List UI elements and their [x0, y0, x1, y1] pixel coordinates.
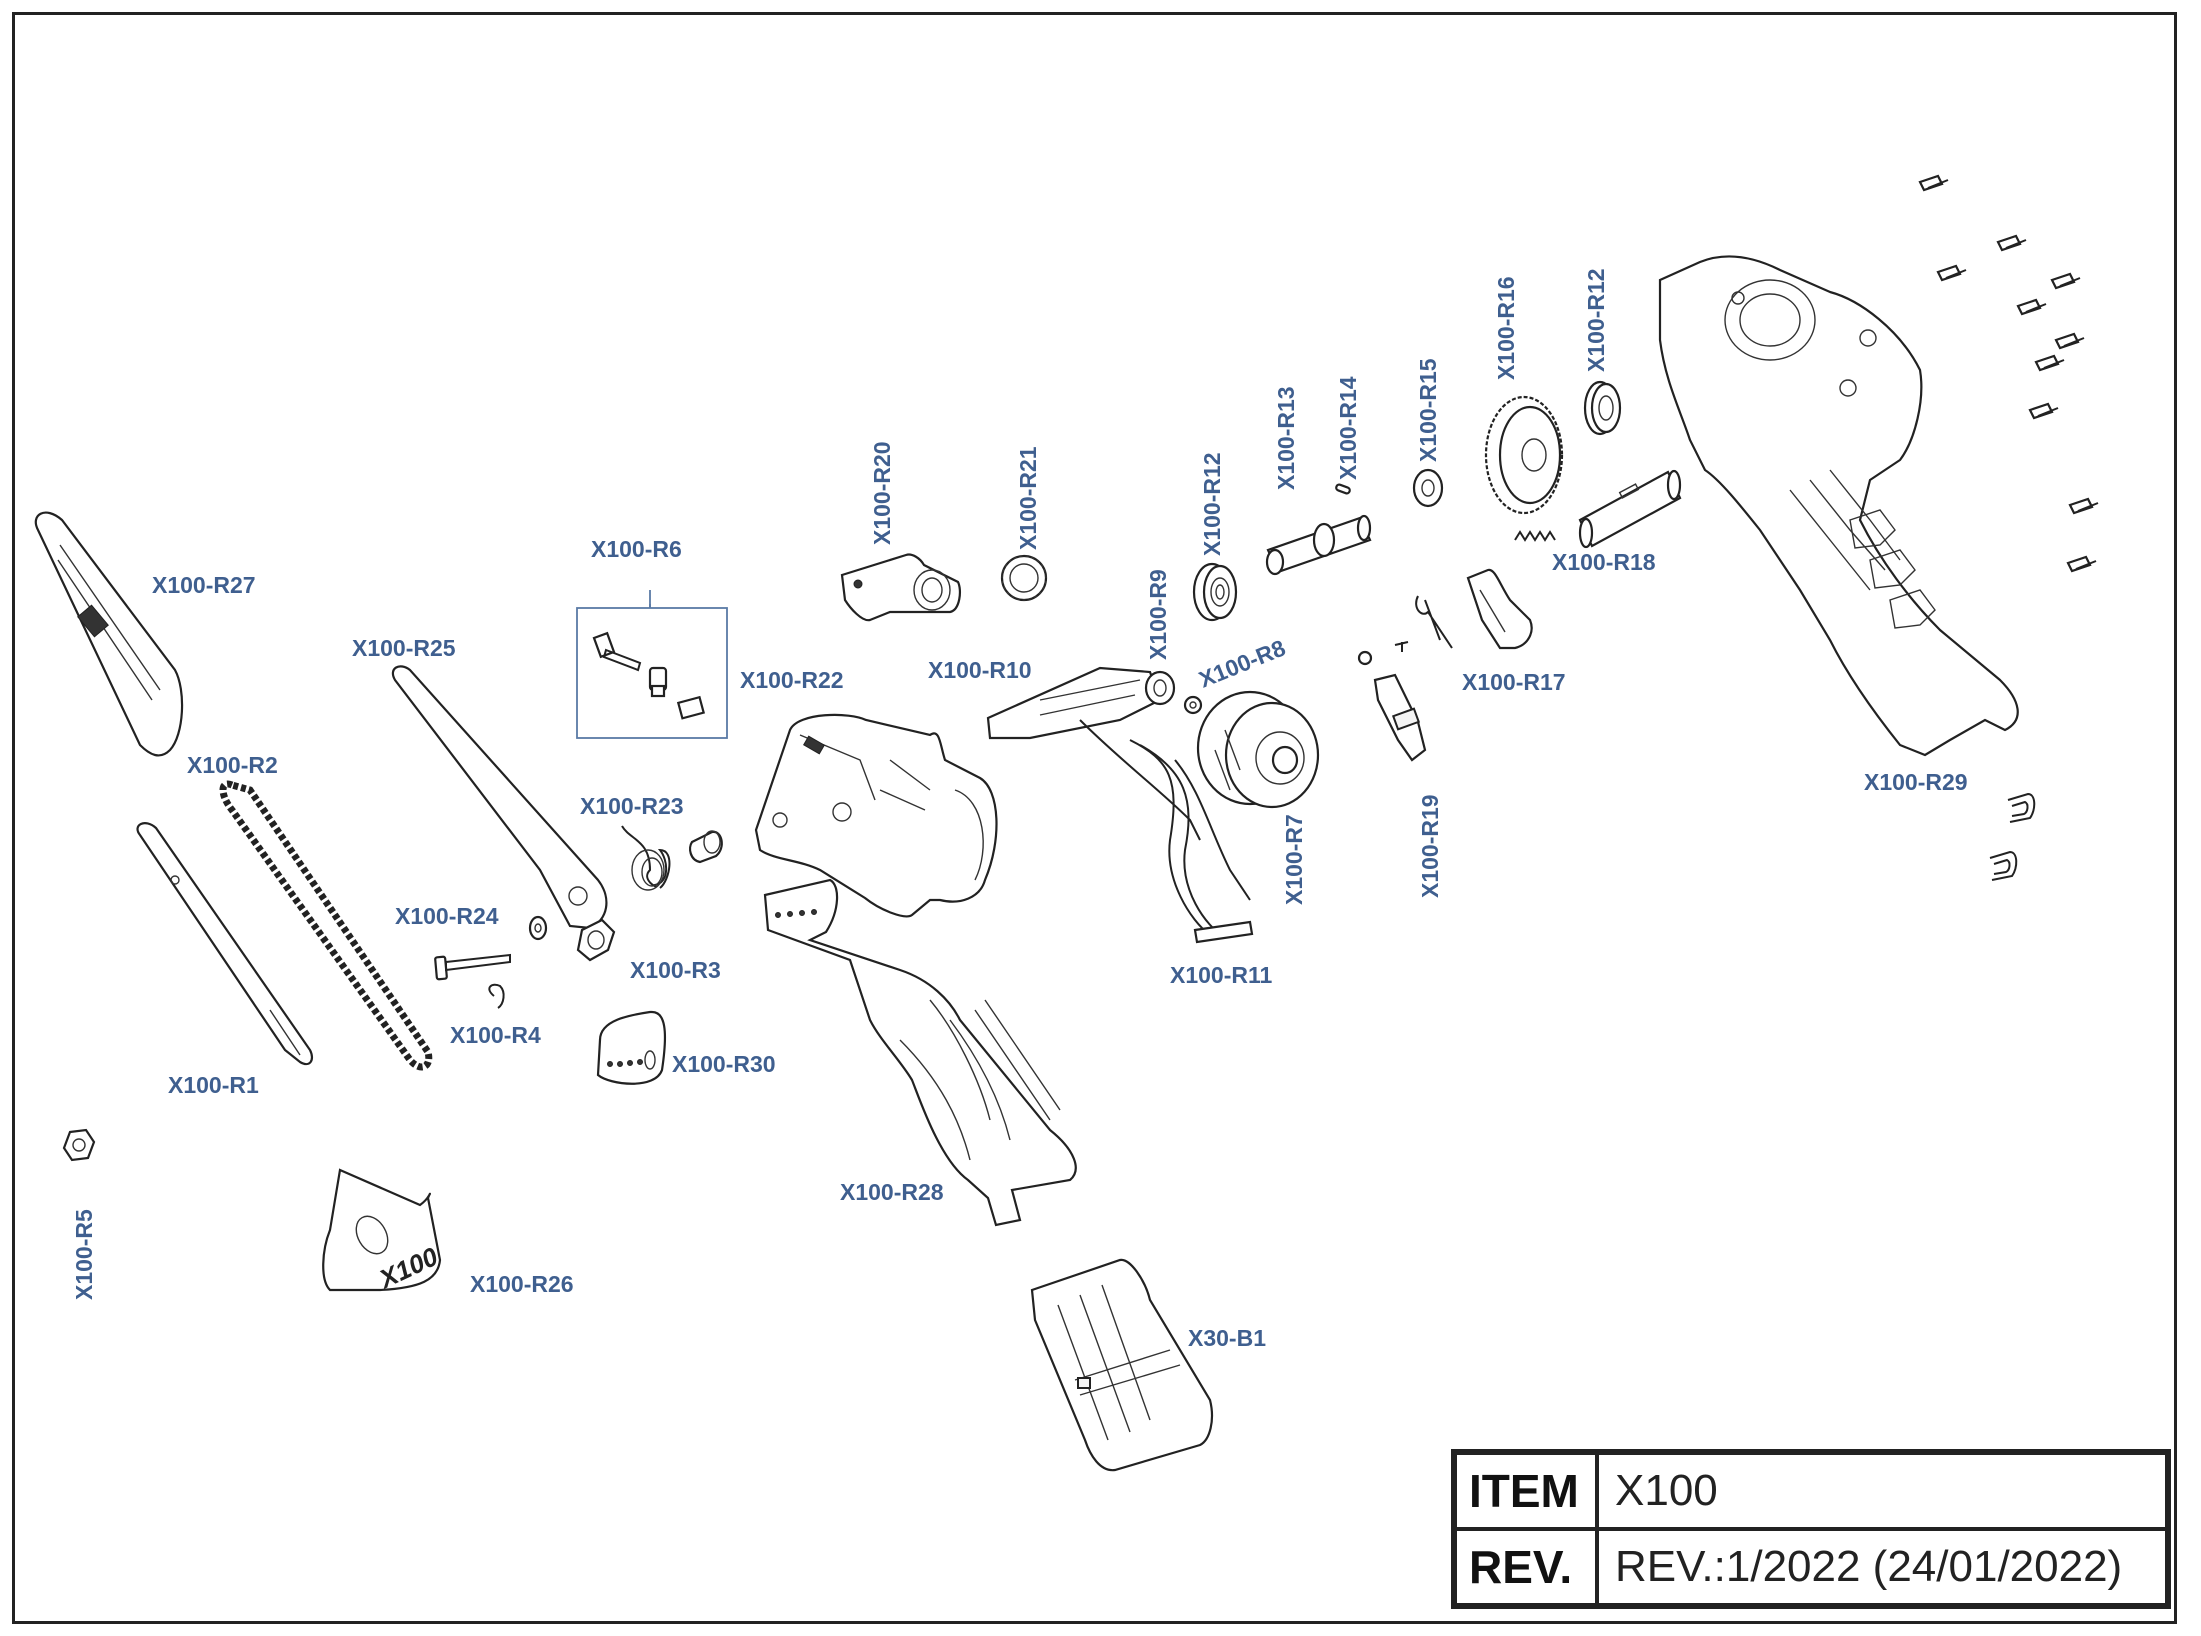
part-x100-r11-wiring: [1129, 739, 1254, 944]
u-clips: [1989, 792, 2036, 881]
label-x100-r3: X100-R3: [630, 957, 721, 983]
part-x100-r26-sprocket-cover: X100: [322, 1168, 443, 1295]
label-x100-r7: X100-R7: [1281, 814, 1307, 905]
label-x100-r21: X100-R21: [1015, 446, 1041, 550]
label-x100-r29: X100-R29: [1864, 769, 1968, 795]
label-x100-r18: X100-R18: [1552, 549, 1656, 575]
part-x100-r27-bar-cover: [34, 511, 184, 757]
label-x100-r16: X100-R16: [1493, 276, 1519, 380]
part-x100-r2-chain: [219, 780, 433, 1071]
label-x100-r14: X100-R14: [1335, 376, 1361, 480]
part-x100-r12-bearing-b: [1583, 380, 1622, 436]
label-x100-r24: X100-R24: [395, 903, 499, 929]
label-x100-r25: X100-R25: [352, 635, 456, 661]
part-x100-r12-bearing-a: [1192, 562, 1238, 622]
screws-set: [1918, 174, 2099, 573]
label-x100-r11: X100-R11: [1170, 962, 1273, 988]
label-x100-r4: X100-R4: [450, 1022, 541, 1048]
label-x100-r10: X100-R10: [928, 657, 1032, 683]
part-x100-r16-gear: [1484, 395, 1564, 515]
label-x100-r22: X100-R22: [740, 667, 844, 693]
part-washer-r24: [528, 915, 548, 941]
label-x30-b1: X30-B1: [1188, 1325, 1266, 1351]
part-x100-r17-trigger: [1466, 568, 1533, 650]
label-x100-r20: X100-R20: [869, 441, 895, 545]
part-x100-r23-spring: [621, 825, 671, 891]
label-x100-r23: X100-R23: [580, 793, 684, 819]
item-value: X100: [1597, 1453, 2167, 1529]
part-x30-b1-battery: [1030, 1258, 1214, 1472]
label-x100-r12-b: X100-R12: [1583, 268, 1609, 372]
label-x100-r12-a: X100-R12: [1199, 452, 1225, 556]
part-x100-r25-arm: [391, 665, 608, 930]
label-x100-r27: X100-R27: [152, 572, 256, 598]
label-x100-r9: X100-R9: [1145, 569, 1171, 660]
rev-value: REV.:1/2022 (24/01/2022): [1597, 1529, 2167, 1605]
part-x100-r4-clip: [488, 983, 505, 1009]
part-x100-r18-shaft: [1578, 469, 1682, 549]
label-x100-r26: X100-R26: [470, 1271, 574, 1297]
part-x100-r7-motor: [1196, 690, 1320, 809]
part-bushing: [689, 830, 723, 864]
label-x100-r28: X100-R28: [840, 1179, 944, 1205]
part-x100-r28-handle: [763, 878, 1077, 1227]
part-x100-r9-bearing: [1144, 670, 1176, 706]
part-x100-r29-rear-housing: [1658, 255, 2019, 757]
title-block: ITEM X100 REV. REV.:1/2022 (24/01/2022): [1451, 1449, 2171, 1609]
part-x100-r13-shaft: [1265, 514, 1372, 576]
label-x100-r19: X100-R19: [1417, 794, 1443, 898]
label-x100-r13: X100-R13: [1273, 386, 1299, 490]
part-x100-r5-nut: [62, 1128, 96, 1162]
part-x100-r21-pinion: [1000, 554, 1048, 602]
item-key: ITEM: [1455, 1453, 1597, 1529]
part-x100-r6-kit: [576, 590, 728, 739]
label-x100-r15: X100-R15: [1415, 358, 1441, 462]
label-x100-r2: X100-R2: [187, 752, 278, 778]
part-x100-r19-switch: [1357, 641, 1427, 762]
part-spring-small: [1514, 530, 1556, 542]
part-x100-r30-plate: [596, 1010, 667, 1085]
part-x100-r3-sprocket: [576, 918, 616, 962]
part-x100-r14-key: [1335, 483, 1351, 495]
part-x100-r1-guide-bar: [136, 822, 314, 1066]
label-x100-r8: X100-R8: [1195, 634, 1289, 692]
label-x100-r17: X100-R17: [1462, 669, 1566, 695]
part-torsion-spring: [1415, 595, 1453, 649]
label-x100-r6: X100-R6: [591, 536, 682, 562]
label-x100-r5: X100-R5: [71, 1209, 97, 1300]
rev-key: REV.: [1455, 1529, 1597, 1605]
part-x100-r10-switch-bracket: [986, 666, 1201, 841]
label-x100-r30: X100-R30: [672, 1051, 776, 1077]
drawing-frame: [12, 12, 2177, 1624]
part-x100-r24-bolt: [434, 953, 511, 981]
part-x100-r15-washer: [1412, 468, 1444, 508]
part-x100-r20-gear-cover: [840, 553, 961, 622]
label-x100-r1: X100-R1: [168, 1072, 259, 1098]
part-x100-r8-washer: [1183, 695, 1203, 715]
part-x100-r22-head-housing: [754, 713, 998, 918]
